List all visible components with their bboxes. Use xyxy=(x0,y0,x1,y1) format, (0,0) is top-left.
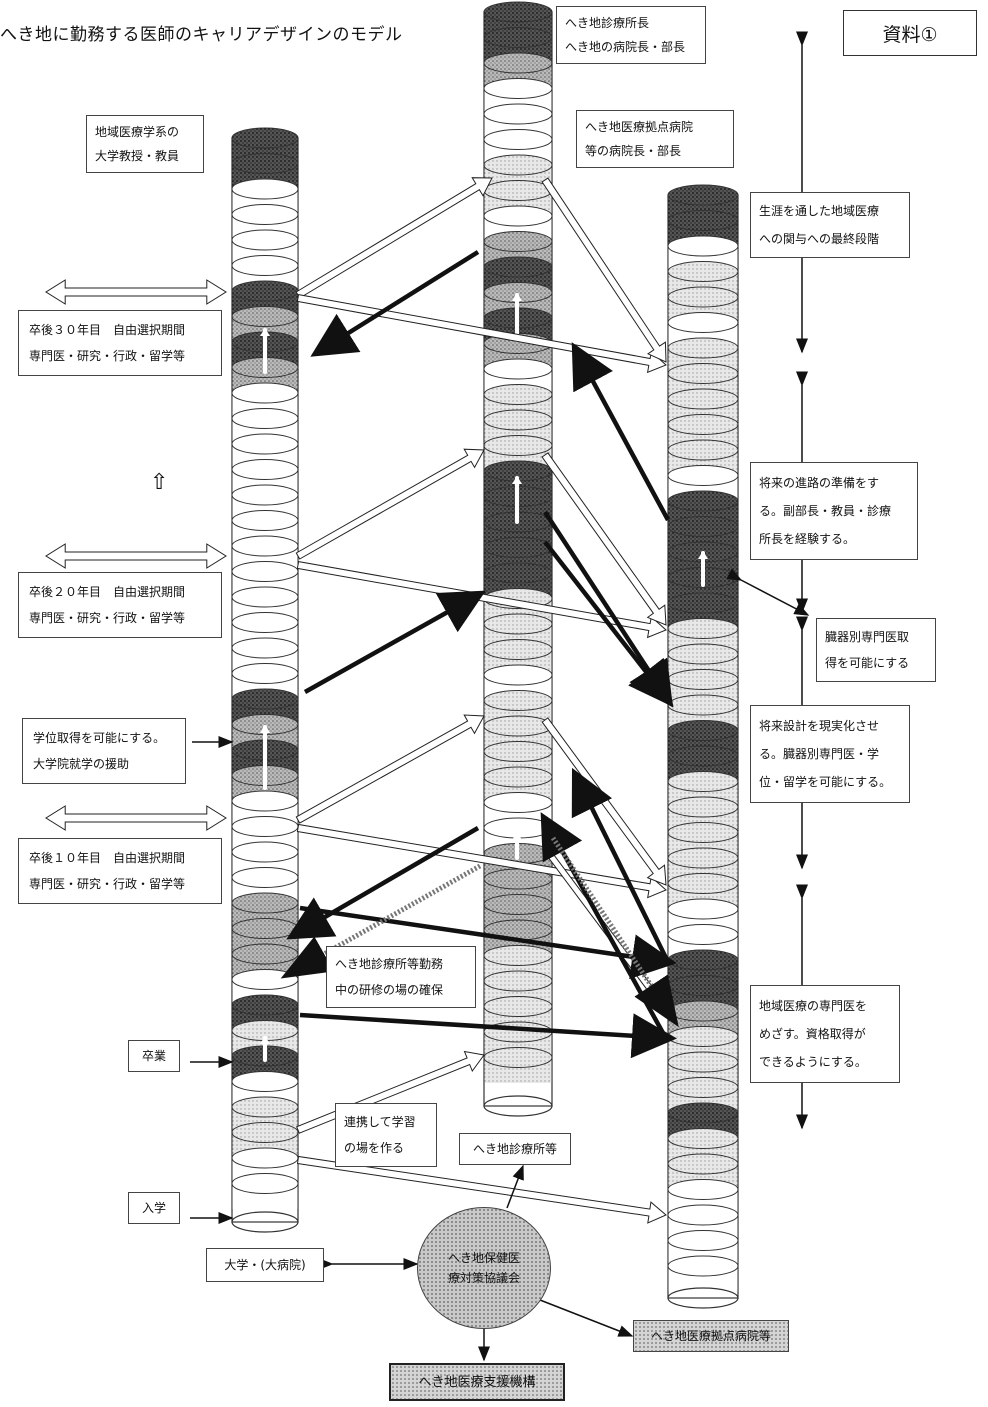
lifetime-stage-line-1: 生涯を通した地域医療 xyxy=(759,197,901,225)
base-hospital-director-box: へき地医療拠点病院 等の病院長・部長 xyxy=(576,110,734,168)
page-title: へき地に勤務する医師のキャリアデザインのモデル xyxy=(0,20,403,45)
training-site-box: へき地診療所等勤務 中の研修の場の確保 xyxy=(326,946,476,1008)
community-specialist-line-2: めざす。資格取得が xyxy=(759,1020,891,1048)
heavy-arrow-right-to-middle-low xyxy=(545,820,668,1042)
training-site-line-2: 中の研修の場の確保 xyxy=(335,977,467,1003)
council-to-base-hospitals-arrow xyxy=(540,1300,632,1336)
cylinder-left xyxy=(232,128,298,1232)
organ-specialist-line-2: 得を可能にする xyxy=(825,650,927,676)
year20-line-1: 卒後２０年目 自由選択期間 xyxy=(29,579,211,605)
thin-arrow-organ-specialist xyxy=(741,580,808,615)
heavy-arrow-middle-to-right-20b xyxy=(545,542,668,700)
training-site-line-1: へき地診療所等勤務 xyxy=(335,951,467,977)
year10-line-1: 卒後１０年目 自由選択期間 xyxy=(29,845,211,871)
year10-line-2: 専門医・研究・行政・留学等 xyxy=(29,871,211,897)
hollow-arrow-year20 xyxy=(46,544,226,568)
hollow-arrow-year10 xyxy=(46,806,226,830)
hollow-arrow-left-to-right-top xyxy=(297,295,666,373)
rural-clinics-box: へき地診療所等 xyxy=(459,1133,571,1165)
future-path-line-1: 将来の進路の準備をす xyxy=(759,469,909,497)
heavy-arrow-right-to-middle-30 xyxy=(576,350,668,520)
community-specialist-line-1: 地域医療の専門医を xyxy=(759,992,891,1020)
degree-box: 学位取得を可能にする。 大学院就学の援助 xyxy=(22,718,186,784)
base-hospital-director-line-2: 等の病院長・部長 xyxy=(585,139,725,163)
future-path-box: 将来の進路の準備をす る。副部長・教員・診療 所長を経験する。 xyxy=(750,462,918,560)
entrance-box: 入学 xyxy=(128,1192,180,1224)
degree-line-1: 学位取得を可能にする。 xyxy=(33,725,175,751)
cooperate-box: 連携して学習 の場を作る xyxy=(335,1103,437,1167)
future-path-line-2: る。副部長・教員・診療 xyxy=(759,497,909,525)
rural-clinic-director-box: へき地診療所長 へき地の病院長・部長 xyxy=(556,6,706,64)
graduation-box: 卒業 xyxy=(128,1040,180,1072)
lifetime-stage-box: 生涯を通した地域医療 への関与への最終段階 xyxy=(750,192,910,258)
rural-clinic-director-line-2: へき地の病院長・部長 xyxy=(565,35,697,59)
dotted-arrow-middle-right xyxy=(553,838,676,1023)
organ-specialist-box: 臓器別専門医取 得を可能にする xyxy=(816,618,936,682)
realize-plan-box: 将来設計を現実化させ る。臓器別専門医・学 位・留学を可能にする。 xyxy=(750,705,910,803)
hollow-arrow-left-to-right-10 xyxy=(297,825,666,898)
cooperate-line-2: の場を作る xyxy=(344,1135,428,1161)
cylinder-middle xyxy=(484,2,552,1116)
heavy-arrow-left-to-middle-20 xyxy=(305,595,478,692)
support-org-box: へき地医療支援機構 xyxy=(389,1363,565,1401)
lifetime-stage-line-2: への関与への最終段階 xyxy=(759,225,901,253)
year30-line-2: 専門医・研究・行政・留学等 xyxy=(29,343,211,369)
hollow-arrow-left-to-middle-10 xyxy=(296,715,484,823)
document-badge: 資料① xyxy=(843,10,977,56)
cooperate-line-1: 連携して学習 xyxy=(344,1109,428,1135)
base-hospital-director-line-1: へき地医療拠点病院 xyxy=(585,115,725,139)
hollow-arrow-year30 xyxy=(46,280,226,304)
degree-line-2: 大学院就学の援助 xyxy=(33,751,175,777)
hollow-arrow-left-to-middle-20 xyxy=(296,449,484,559)
year10-box: 卒後１０年目 自由選択期間 専門医・研究・行政・留学等 xyxy=(18,838,222,904)
council-line-2: 療対策協議会 xyxy=(448,1268,520,1288)
year20-box: 卒後２０年目 自由選択期間 専門医・研究・行政・留学等 xyxy=(18,572,222,638)
council-to-clinics-arrow xyxy=(507,1166,523,1208)
organ-specialist-line-1: 臓器別専門医取 xyxy=(825,624,927,650)
hollow-arrow-middle-to-right-top xyxy=(542,178,666,362)
year20-line-2: 専門医・研究・行政・留学等 xyxy=(29,605,211,631)
hollow-arrow-left-to-middle-top xyxy=(296,178,492,298)
univ-professor-line-1: 地域医療学系の xyxy=(95,120,195,144)
council-circle: へき地保健医 療対策協議会 xyxy=(417,1207,551,1329)
community-specialist-line-3: できるようにする。 xyxy=(759,1048,891,1076)
year30-box: 卒後３０年目 自由選択期間 専門医・研究・行政・留学等 xyxy=(18,310,222,376)
council-line-1: へき地保健医 xyxy=(448,1248,520,1268)
univ-professor-box: 地域医療学系の 大学教授・教員 xyxy=(86,115,204,173)
realize-plan-line-2: る。臓器別専門医・学 xyxy=(759,740,901,768)
future-path-line-3: 所長を経験する。 xyxy=(759,525,909,553)
university-box: 大学・(大病院) xyxy=(206,1248,324,1282)
up-arrow-icon: ⇧ xyxy=(150,470,168,495)
year30-line-1: 卒後３０年目 自由選択期間 xyxy=(29,317,211,343)
cylinder-right xyxy=(668,185,738,1308)
univ-professor-line-2: 大学教授・教員 xyxy=(95,144,195,168)
rural-clinic-director-line-1: へき地診療所長 xyxy=(565,11,697,35)
realize-plan-line-1: 将来設計を現実化させ xyxy=(759,712,901,740)
realize-plan-line-3: 位・留学を可能にする。 xyxy=(759,768,901,796)
career-cylinders xyxy=(232,2,738,1308)
base-hospitals-box: へき地医療拠点病院等 xyxy=(633,1320,789,1352)
community-specialist-box: 地域医療の専門医を めざす。資格取得が できるようにする。 xyxy=(750,985,900,1083)
hollow-arrow-middle-to-right-10 xyxy=(542,718,666,885)
